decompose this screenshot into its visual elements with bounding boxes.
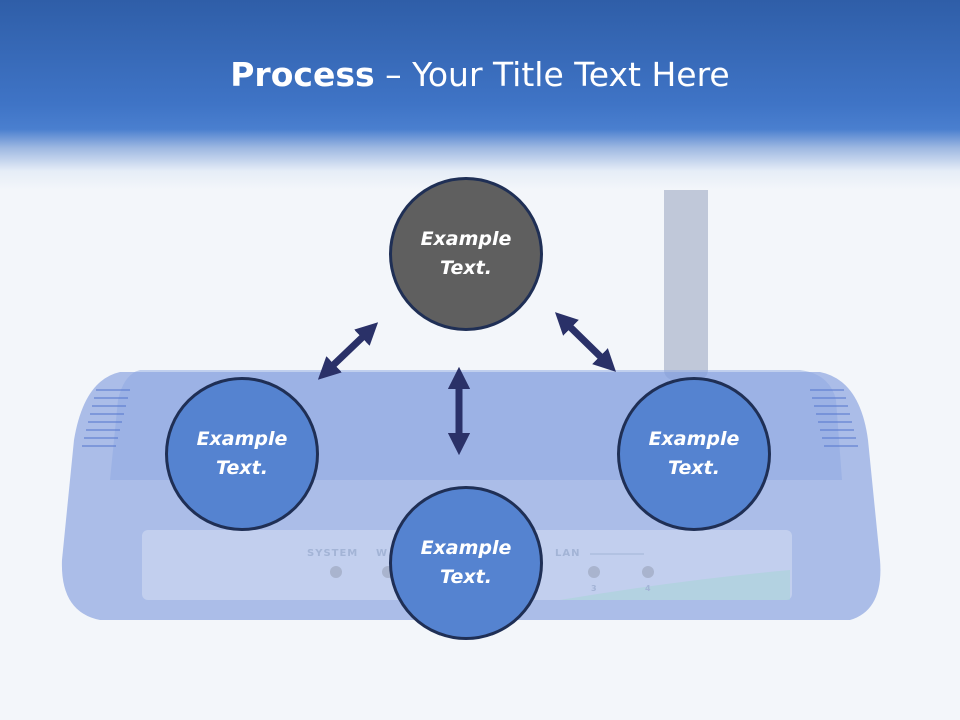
port-number-3: 3 — [591, 584, 598, 593]
router-vents-left — [82, 389, 130, 447]
node-bottom-text: Example Text. — [420, 537, 512, 588]
arrow-top-left — [317, 322, 379, 380]
arrow-top-right — [554, 312, 617, 372]
node-left-text: Example Text. — [196, 428, 288, 479]
process-node-top[interactable]: Example Text. — [389, 177, 543, 331]
title-regular-part: Your Title Text Here — [412, 55, 730, 94]
router-vents-right — [810, 389, 858, 447]
router-panel-accent — [560, 570, 790, 600]
panel-label-w: W — [376, 548, 389, 559]
process-node-bottom[interactable]: Example Text. — [389, 486, 543, 640]
led-lan-4 — [642, 566, 654, 578]
title-separator: – — [374, 55, 413, 94]
process-node-right[interactable]: Example Text. — [617, 377, 771, 531]
led-lan-3 — [588, 566, 600, 578]
process-node-left[interactable]: Example Text. — [165, 377, 319, 531]
panel-label-system: SYSTEM — [307, 548, 359, 559]
panel-label-lan: LAN — [555, 548, 581, 559]
node-top-text: Example Text. — [420, 228, 512, 279]
header-band — [0, 0, 960, 190]
node-right-text: Example Text. — [648, 428, 740, 479]
port-number-4: 4 — [645, 584, 652, 593]
led-system — [330, 566, 342, 578]
slide-title: Process – Your Title Text Here — [0, 54, 960, 96]
title-bold-part: Process — [230, 55, 375, 94]
